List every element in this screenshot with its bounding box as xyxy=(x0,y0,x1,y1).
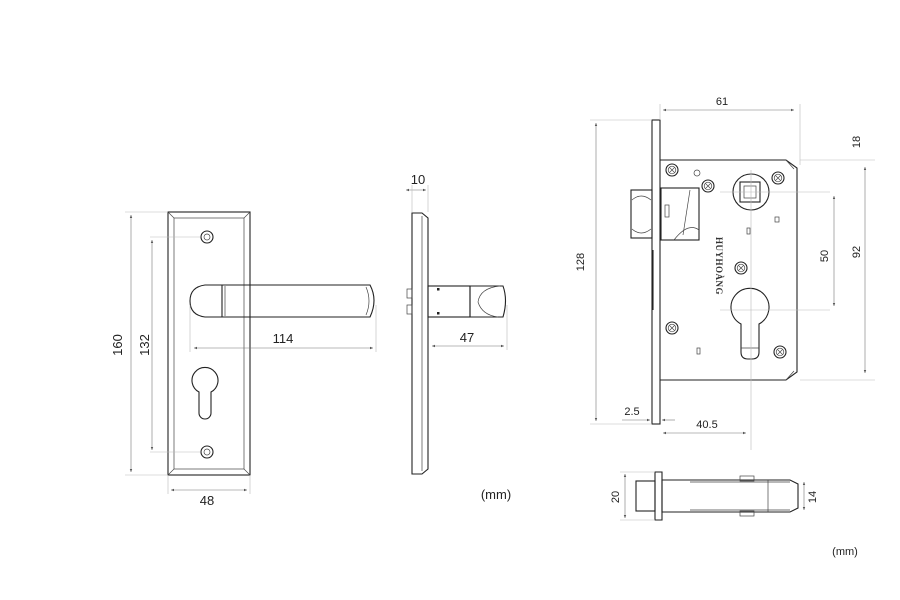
dim-handle-projection: 47 xyxy=(460,330,474,345)
brand-logo-text: HUYHOÀNG xyxy=(714,237,724,295)
screw-hole-bottom xyxy=(200,445,214,459)
dim-body-width: 14 xyxy=(807,491,819,503)
dim-faceplate-thickness: 2.5 xyxy=(624,406,639,418)
dim-body-depth: 61 xyxy=(716,96,728,108)
keyhole xyxy=(191,366,219,420)
dim-screw-spacing: 132 xyxy=(137,334,152,356)
dim-plate-width: 48 xyxy=(200,493,214,508)
dim-backset: 40.5 xyxy=(696,419,717,431)
spindle-neck xyxy=(427,285,471,318)
lever-handle xyxy=(189,284,375,318)
dim-plate-thickness: 10 xyxy=(411,172,425,187)
units-label-right: (mm) xyxy=(832,546,858,558)
dim-body-height: 92 xyxy=(851,246,863,258)
cylinder-hole xyxy=(730,287,770,360)
dim-faceplate-height: 128 xyxy=(575,253,587,271)
latch-bolt xyxy=(630,187,700,241)
faceplate xyxy=(651,119,661,425)
dim-faceplate-width: 20 xyxy=(610,491,622,503)
backplate-side xyxy=(411,212,429,475)
dim-handle-length: 114 xyxy=(273,331,294,346)
screw-hole-top xyxy=(200,230,214,244)
dim-plate-height: 160 xyxy=(110,334,125,356)
units-label-left: (mm) xyxy=(481,487,511,502)
lock-body xyxy=(660,159,798,381)
mortise-lock-front-view: HUYHOÀNG 61 18 128 50 92 2.5 40.5 xyxy=(575,96,875,450)
dim-spindle-to-cylinder: 50 xyxy=(819,250,831,262)
mortise-lock-bottom-view: 20 14 (mm) xyxy=(610,471,858,558)
dim-top-offset: 18 xyxy=(851,136,863,148)
handle-front-view: 160 132 114 48 xyxy=(110,211,377,508)
backplate-outline xyxy=(167,211,251,476)
handle-side-view: 10 47 (mm) xyxy=(406,172,511,502)
lever-end xyxy=(469,285,507,318)
